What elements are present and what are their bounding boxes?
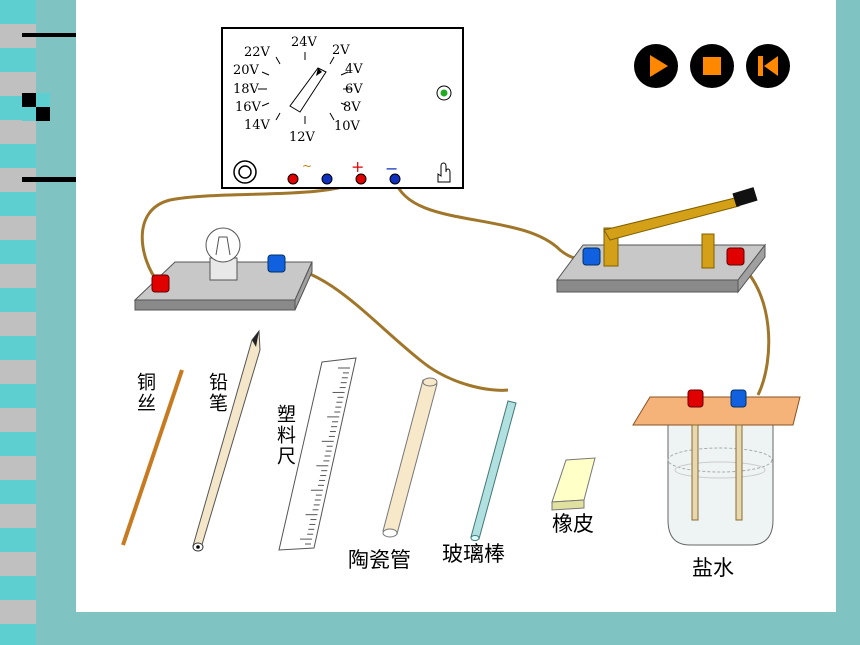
label-plastic-ruler: 塑料尺	[274, 404, 296, 467]
wire-supply-to-switch	[393, 179, 593, 261]
plus-symbol: +	[351, 157, 364, 176]
bulb-terminal-blue	[267, 254, 286, 273]
salt-water-beaker	[632, 389, 801, 546]
label-pencil: 铅笔	[206, 372, 228, 414]
indicator-light-icon	[440, 89, 448, 97]
voltage-label-16v: 16V	[235, 100, 262, 115]
eraser	[551, 457, 596, 511]
wire-supply-to-bulb	[140, 178, 362, 283]
beaker-terminal-red	[687, 389, 704, 408]
switch-terminal-red	[726, 247, 745, 266]
slide-canvas: 24V 2V 4V 6V 8V 10V 12V 14V 16V 18V 20V …	[76, 0, 836, 612]
power-knob-icon	[233, 160, 257, 184]
label-eraser: 橡皮	[552, 512, 594, 536]
decorative-checker	[22, 93, 50, 121]
pencil	[192, 329, 261, 552]
voltage-label-10v: 10V	[334, 119, 361, 134]
play-icon	[650, 55, 668, 77]
rewind-icon	[758, 56, 778, 76]
decorative-bar-bottom	[22, 177, 76, 182]
ac-symbol: ~	[302, 159, 312, 173]
minus-symbol: −	[385, 159, 398, 178]
label-copper-wire: 铜丝	[134, 372, 156, 414]
ac-terminal-blue	[321, 173, 333, 185]
plastic-ruler	[278, 357, 357, 551]
voltage-label-6v: 6V	[345, 82, 363, 97]
hand-switch-icon	[437, 162, 451, 183]
stop-icon	[703, 57, 721, 75]
rewind-button[interactable]	[746, 44, 790, 88]
switch-handle	[732, 187, 758, 207]
voltage-label-12v: 12V	[289, 130, 316, 145]
ac-terminal-red	[287, 173, 299, 185]
knife-switch	[556, 187, 767, 294]
voltage-label-22v: 22V	[244, 45, 271, 60]
light-bulb-icon	[205, 227, 241, 263]
voltage-label-18v: 18V	[233, 82, 260, 97]
switch-terminal-blue	[582, 247, 601, 266]
wire-bulb-to-tester	[277, 263, 509, 392]
label-salt-water: 盐水	[692, 556, 734, 580]
stop-button[interactable]	[690, 44, 734, 88]
beaker-terminal-blue	[730, 389, 747, 408]
play-button[interactable]	[634, 44, 678, 88]
voltage-label-14v: 14V	[244, 118, 271, 133]
glass-rod	[470, 400, 517, 541]
copper-wire	[121, 369, 184, 546]
voltage-label-2v: 2V	[332, 43, 350, 58]
voltage-dial	[258, 52, 352, 124]
power-supply: 24V 2V 4V 6V 8V 10V 12V 14V 16V 18V 20V …	[221, 27, 464, 189]
dc-negative-terminal	[389, 173, 401, 185]
bulb-board	[133, 227, 313, 311]
label-ceramic-tube: 陶瓷管	[348, 548, 411, 572]
ceramic-tube	[382, 377, 438, 538]
dc-positive-terminal	[355, 173, 367, 185]
label-glass-rod: 玻璃棒	[442, 542, 505, 566]
voltage-label-24v: 24V	[291, 35, 318, 50]
bulb-terminal-red	[151, 274, 170, 293]
voltage-label-8v: 8V	[343, 100, 361, 115]
voltage-label-4v: 4V	[345, 62, 363, 77]
decorative-bar-top	[22, 33, 76, 37]
voltage-label-20v: 20V	[233, 63, 260, 78]
circuit-scene: 24V 2V 4V 6V 8V 10V 12V 14V 16V 18V 20V …	[121, 27, 801, 552]
